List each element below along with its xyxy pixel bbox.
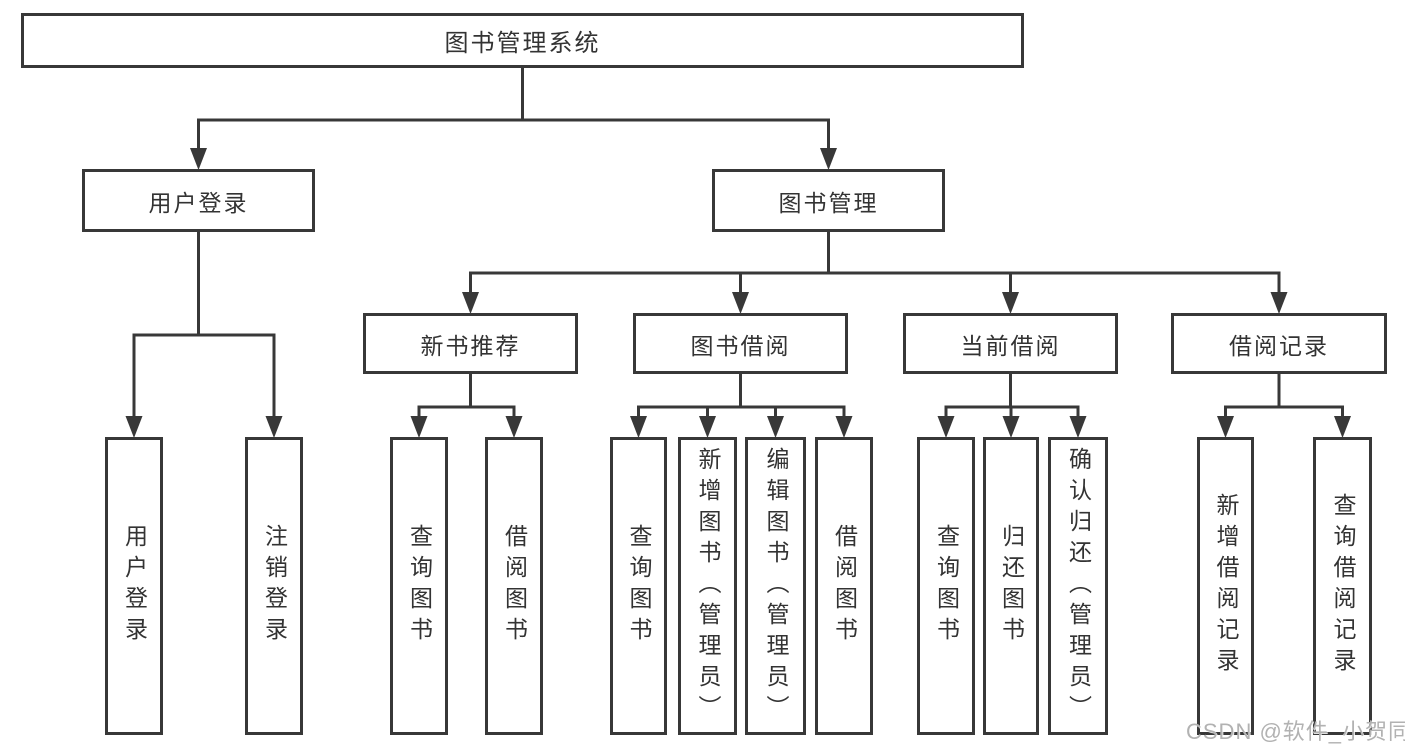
- node-rec: 新书推荐: [363, 313, 578, 374]
- node-current-query: 查询图书: [917, 437, 975, 735]
- node-login-logout: 注销登录: [245, 437, 303, 735]
- node-label: 注销登录: [261, 524, 288, 648]
- node-label: 查询借阅记录: [1330, 493, 1356, 679]
- node-label: 查询图书: [933, 524, 960, 648]
- node-label: 图书管理系统: [444, 30, 601, 57]
- node-rec-query: 查询图书: [390, 437, 448, 735]
- node-root: 图书管理系统: [21, 13, 1024, 68]
- node-label: 用户登录: [121, 524, 148, 648]
- node-label: 借阅图书: [831, 524, 858, 648]
- node-record: 借阅记录: [1171, 313, 1387, 374]
- node-label: 新增借阅记录: [1213, 493, 1239, 679]
- node-label: 图书管理: [778, 189, 879, 216]
- node-login: 用户登录: [82, 169, 315, 232]
- node-label: 借阅记录: [1229, 332, 1329, 359]
- node-label: 查询图书: [626, 524, 652, 648]
- node-label: 确认归还（管理员）: [1065, 446, 1092, 726]
- node-login-user: 用户登录: [105, 437, 163, 735]
- node-borrow-edit: 编辑图书（管理员）: [745, 437, 806, 735]
- node-label: 编辑图书（管理员）: [763, 446, 789, 726]
- node-borrow-add: 新增图书（管理员）: [678, 437, 737, 735]
- node-current: 当前借阅: [903, 313, 1118, 374]
- node-label: 当前借阅: [960, 332, 1061, 359]
- node-mgmt: 图书管理: [712, 169, 945, 232]
- node-current-confirm: 确认归还（管理员）: [1048, 437, 1108, 735]
- watermark: CSDN @软件_小贺同学: [1186, 719, 1405, 744]
- node-record-add: 新增借阅记录: [1197, 437, 1254, 735]
- node-label: 查询图书: [406, 524, 433, 648]
- node-label: 用户登录: [148, 189, 249, 216]
- node-record-query: 查询借阅记录: [1313, 437, 1372, 735]
- node-label: 借阅图书: [501, 524, 528, 648]
- node-current-return: 归还图书: [983, 437, 1039, 735]
- node-borrow: 图书借阅: [633, 313, 848, 374]
- node-label: 新增图书（管理员）: [695, 446, 721, 726]
- node-label: 图书借阅: [690, 332, 791, 359]
- node-borrow-borrow: 借阅图书: [815, 437, 873, 735]
- node-label: 归还图书: [998, 524, 1025, 648]
- node-borrow-query: 查询图书: [610, 437, 667, 735]
- node-label: 新书推荐: [420, 332, 521, 359]
- node-rec-borrow: 借阅图书: [485, 437, 543, 735]
